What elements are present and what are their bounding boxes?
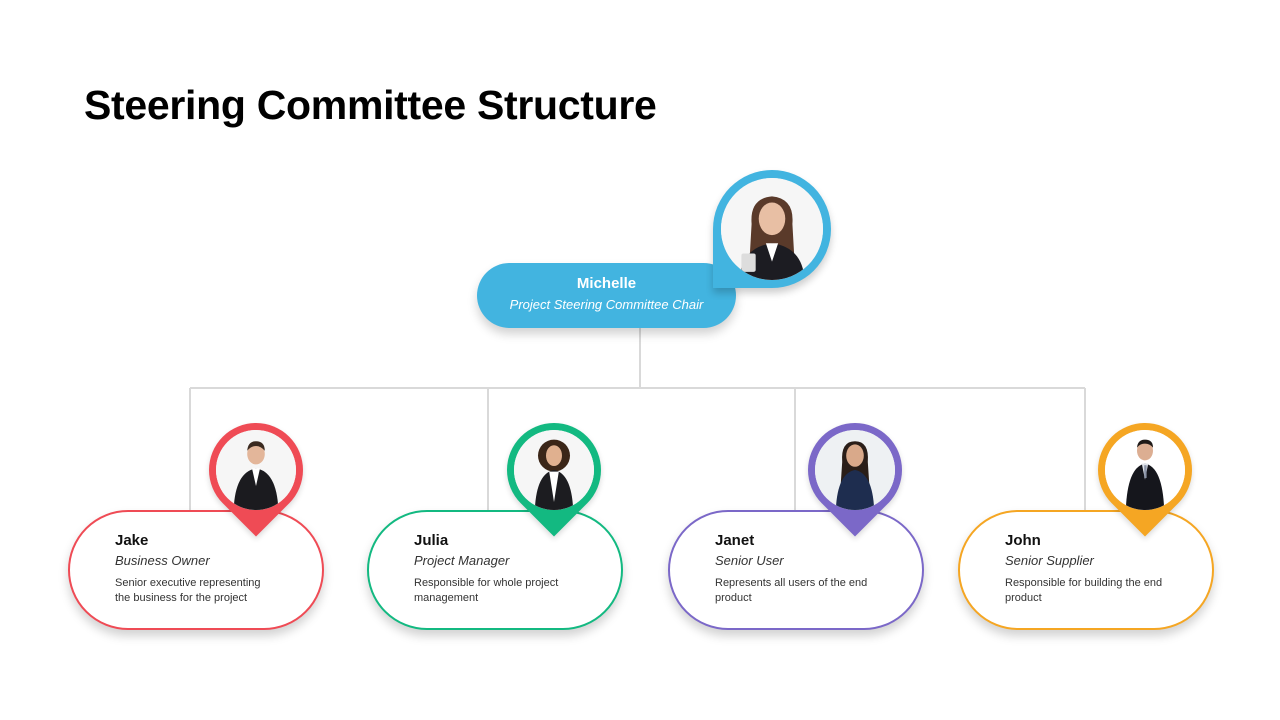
member-role: Senior Supplier [1005,553,1094,568]
member-description: Responsible for whole project management [414,576,604,606]
description-line: management [414,592,479,604]
description-line: Responsible for building the end [1005,577,1163,589]
member-photo-pin-julia [487,403,621,537]
person-photo-man-icon [1105,430,1185,510]
member-photo [815,430,895,510]
member-photo [514,430,594,510]
member-card-julia: Julia Project Manager Responsible for wh… [367,510,623,630]
description-line: product [1005,592,1042,604]
member-role: Project Manager [414,553,510,568]
member-description: Responsible for building the end product [1005,576,1195,606]
description-line: Responsible for whole project [414,577,559,589]
chair-photo [721,178,823,280]
person-photo-man-icon [216,430,296,510]
member-name: Jake [115,532,149,549]
chair-photo-pin [713,170,831,288]
person-photo-woman-icon [815,430,895,510]
member-name: Julia [414,532,449,549]
member-photo-pin-jake [189,403,323,537]
member-photo-pin-john [1078,403,1212,537]
member-card-john: John Senior Supplier Responsible for bui… [958,510,1214,630]
description-line: the business for the project [115,592,248,604]
chair-role: Project Steering Committee Chair [509,297,704,312]
member-description: Represents all users of the end product [715,576,905,606]
member-description: Senior executive representing the busine… [115,576,305,606]
member-card-jake: Jake Business Owner Senior executive rep… [68,510,324,630]
description-line: Senior executive representing [115,577,261,589]
member-photo-pin-janet [788,403,922,537]
member-name: John [1005,532,1041,549]
member-name: Janet [715,532,755,549]
member-photo [1105,430,1185,510]
description-line: product [715,592,752,604]
member-photo [216,430,296,510]
slide-title: Steering Committee Structure [84,82,657,128]
member-role: Business Owner [115,553,210,568]
person-photo-woman-icon [514,430,594,510]
chair-name: Michelle [576,275,637,292]
description-line: Represents all users of the end [715,577,868,589]
person-photo-woman-icon [721,178,823,280]
member-card-janet: Janet Senior User Represents all users o… [668,510,924,630]
chair-node: Michelle Project Steering Committee Chai… [477,263,736,328]
member-role: Senior User [715,553,784,568]
